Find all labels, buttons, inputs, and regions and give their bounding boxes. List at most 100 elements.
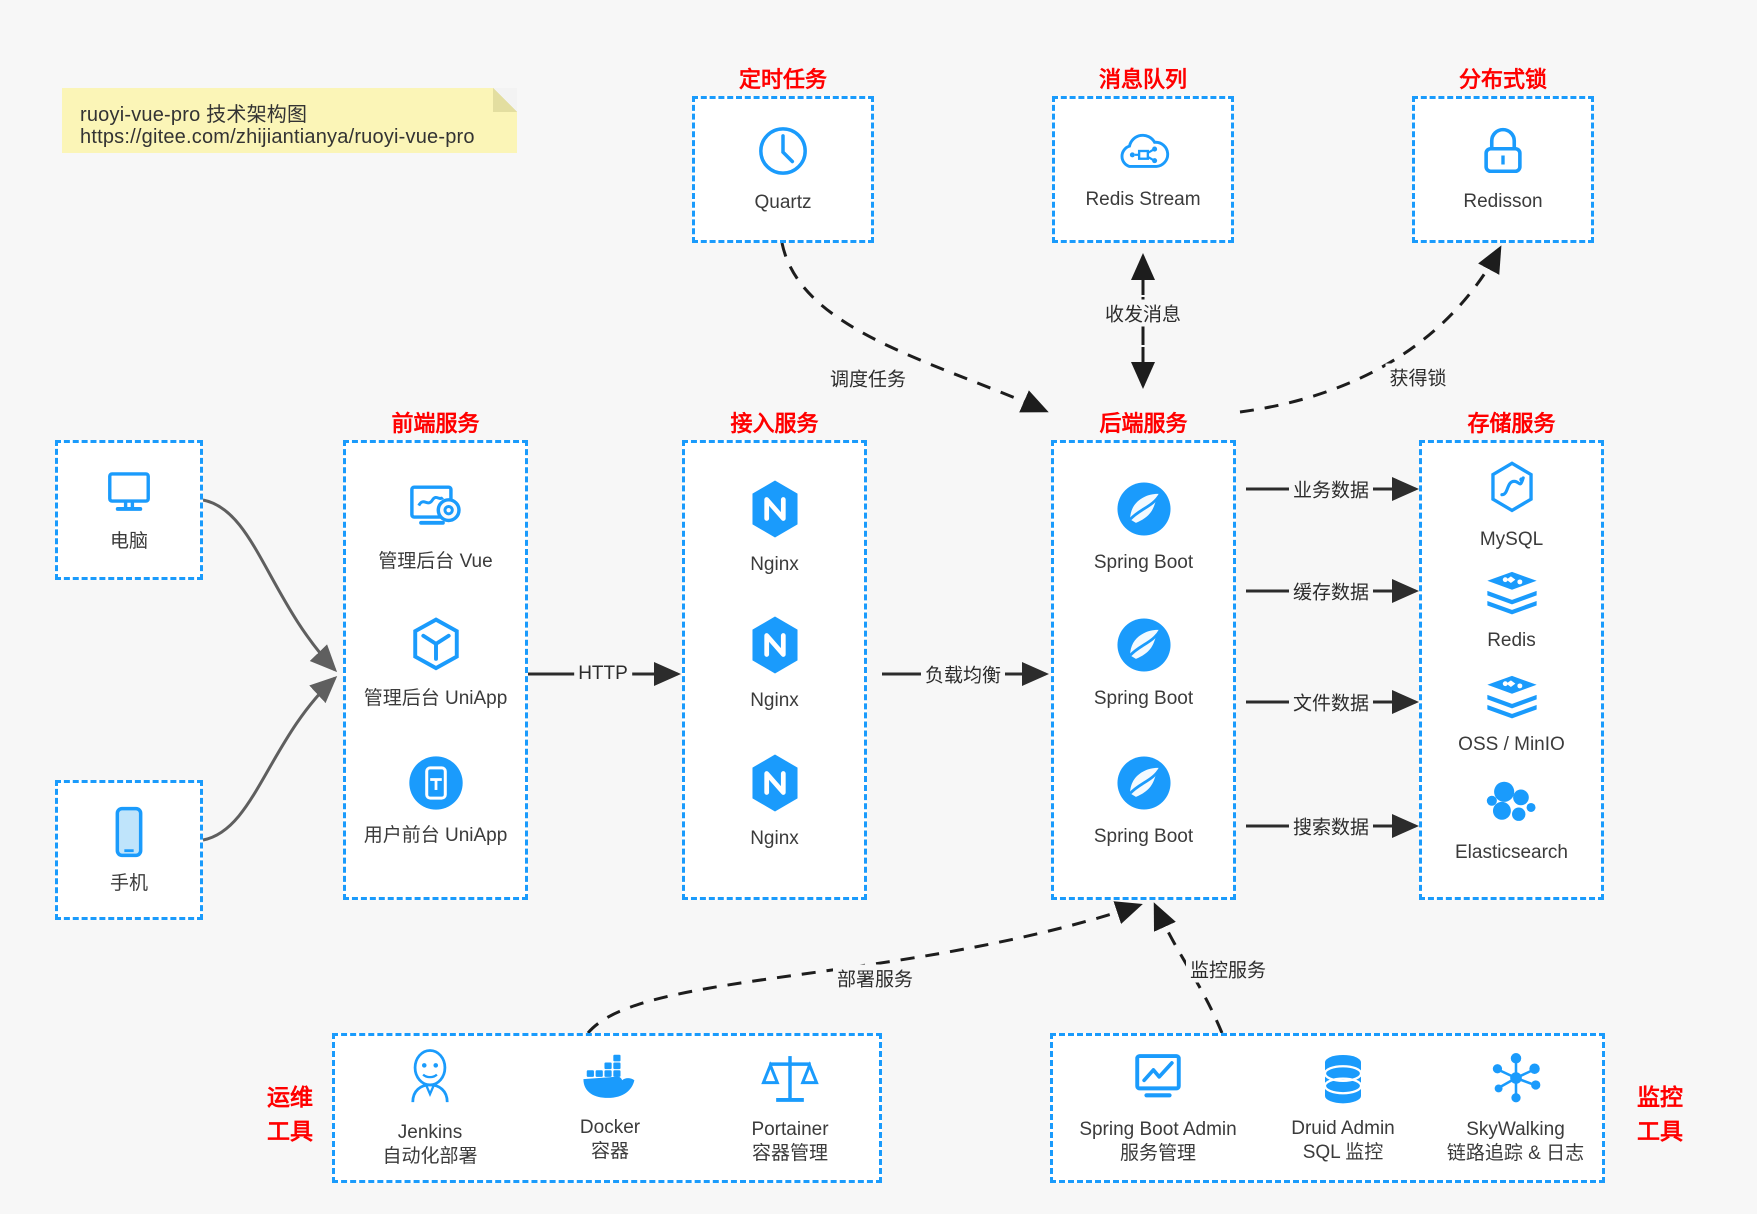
padlock-icon — [1478, 124, 1528, 183]
node-spring-boot-2[interactable]: Spring Boot — [1051, 598, 1236, 728]
node-mobile[interactable]: 手机 — [55, 792, 203, 908]
mysql-icon — [1486, 460, 1538, 521]
node-user-uniapp-label: 用户前台 UniApp — [363, 825, 508, 847]
monitor-chart-icon — [1128, 1050, 1188, 1111]
spring-icon — [1114, 753, 1174, 818]
spring-icon — [1114, 615, 1174, 680]
desktop-icon — [101, 466, 157, 523]
sticky-note-title: ruoyi-vue-pro 技术架构图 — [80, 104, 308, 126]
group-message-queue-box — [1052, 96, 1234, 243]
node-mysql[interactable]: MySQL — [1419, 454, 1604, 558]
docker-icon — [579, 1052, 641, 1109]
node-spring-boot-3[interactable]: Spring Boot — [1051, 736, 1236, 866]
group-scheduler: 定时任务 Quartz — [692, 67, 874, 243]
group-backend-caption: 后端服务 — [1099, 411, 1188, 436]
node-docker-label: Docker — [579, 1117, 641, 1139]
mobile-app-icon — [407, 754, 465, 817]
group-monitor-caption-line2: 工具 — [1637, 1118, 1683, 1144]
node-user-uniapp[interactable]: 用户前台 UniApp — [343, 736, 528, 866]
node-spring-boot-admin-sublabel: 服务管理 — [1119, 1143, 1196, 1164]
edge-label-biz-data: 业务数据 — [1288, 475, 1374, 503]
node-nginx-2-label: Nginx — [750, 690, 799, 712]
group-ops-tools: Jenkins 自动化部署 — [332, 1033, 882, 1183]
edge-label-acquire-lock: 获得锁 — [1385, 363, 1451, 391]
node-mobile-label: 手机 — [109, 873, 148, 895]
group-monitor-caption: 监控 工具 — [1620, 1078, 1700, 1146]
group-distributed-lock-caption: 分布式锁 — [1458, 67, 1547, 92]
node-admin-vue-label: 管理后台 Vue — [378, 551, 493, 573]
node-admin-vue[interactable]: 管理后台 Vue — [343, 462, 528, 592]
node-spring-boot-3-label: Spring Boot — [1093, 826, 1194, 848]
node-redis[interactable]: Redis — [1419, 558, 1604, 662]
node-portainer-sublabel: 容器管理 — [751, 1143, 828, 1164]
group-storage-caption: 存储服务 — [1467, 411, 1556, 436]
edge-label-schedule-task: 调度任务 — [825, 364, 911, 392]
group-distributed-lock-box — [1412, 96, 1594, 243]
nginx-icon — [746, 477, 804, 546]
node-nginx-1-label: Nginx — [750, 554, 799, 576]
group-storage-box — [1419, 440, 1604, 900]
redis-icon — [1484, 567, 1540, 622]
node-oss-minio[interactable]: OSS / MinIO — [1419, 662, 1604, 766]
cube-icon — [407, 615, 465, 680]
node-portainer[interactable]: Portainer 容器管理 — [700, 1043, 880, 1173]
node-druid-admin[interactable]: Druid Admin SQL 监控 — [1258, 1043, 1428, 1173]
node-elasticsearch-label: Elasticsearch — [1455, 842, 1568, 864]
node-nginx-3[interactable]: Nginx — [682, 736, 867, 866]
redis-icon — [1484, 671, 1540, 726]
edge-label-cache-data: 缓存数据 — [1288, 577, 1374, 605]
nginx-icon — [746, 751, 804, 820]
node-admin-uniapp-label: 管理后台 UniApp — [363, 688, 508, 710]
group-message-queue: 消息队列 Redis Stream — [1052, 67, 1234, 243]
portainer-icon — [760, 1050, 820, 1111]
nginx-icon — [746, 613, 804, 682]
node-redis-stream[interactable]: Redis Stream — [1052, 114, 1234, 224]
node-quartz-label: Quartz — [754, 192, 812, 214]
edge-label-send-receive-message: 收发消息 — [1100, 299, 1186, 327]
node-nginx-1[interactable]: Nginx — [682, 462, 867, 592]
database-icon — [1317, 1051, 1369, 1110]
node-elasticsearch[interactable]: Elasticsearch — [1419, 766, 1604, 876]
group-frontend: 前端服务 管理后台 Vue 管理后台 UniApp — [343, 411, 528, 900]
skywalking-icon — [1487, 1050, 1545, 1111]
node-redis-stream-label: Redis Stream — [1085, 189, 1201, 211]
mobile-icon — [109, 804, 149, 865]
group-backend: 后端服务 Spring Boot Spring Boot — [1051, 411, 1236, 900]
edge-label-deploy-service: 部署服务 — [832, 964, 918, 992]
node-spring-boot-1[interactable]: Spring Boot — [1051, 462, 1236, 592]
edge-label-load-balance: 负载均衡 — [920, 660, 1006, 688]
node-jenkins-label: Jenkins — [397, 1122, 463, 1144]
node-redisson-label: Redisson — [1463, 191, 1543, 213]
node-nginx-2[interactable]: Nginx — [682, 598, 867, 728]
node-computer[interactable]: 电脑 — [55, 452, 203, 568]
group-ops-caption: 运维 工具 — [250, 1078, 330, 1146]
node-admin-uniapp[interactable]: 管理后台 UniApp — [343, 598, 528, 728]
node-redisson[interactable]: Redisson — [1412, 114, 1594, 224]
node-skywalking[interactable]: SkyWalking 链路追踪 & 日志 — [1428, 1043, 1603, 1173]
node-nginx-3-label: Nginx — [750, 828, 799, 850]
sticky-note: ruoyi-vue-pro 技术架构图 https://gitee.com/zh… — [62, 88, 517, 153]
edge-label-monitor-service: 监控服务 — [1185, 955, 1271, 983]
edge-label-file-data: 文件数据 — [1288, 688, 1374, 716]
node-docker[interactable]: Docker 容器 — [520, 1043, 700, 1173]
spring-icon — [1114, 479, 1174, 544]
node-spring-boot-admin[interactable]: Spring Boot Admin 服务管理 — [1058, 1043, 1258, 1173]
group-device-computer: 电脑 — [55, 440, 203, 580]
node-quartz[interactable]: Quartz — [692, 114, 874, 224]
sticky-note-url: https://gitee.com/zhijiantianya/ruoyi-vu… — [80, 126, 475, 148]
edge-label-http: HTTP — [574, 663, 632, 685]
node-jenkins[interactable]: Jenkins 自动化部署 — [340, 1043, 520, 1173]
node-redis-label: Redis — [1487, 630, 1536, 652]
node-druid-admin-sublabel: SQL 监控 — [1302, 1142, 1384, 1163]
node-mysql-label: MySQL — [1479, 529, 1544, 551]
sticky-note-fold-corner — [493, 88, 517, 112]
group-gateway: 接入服务 Nginx Nginx — [682, 411, 867, 900]
dashboard-settings-icon — [405, 480, 467, 543]
node-portainer-label: Portainer — [751, 1119, 829, 1141]
node-jenkins-sublabel: 自动化部署 — [382, 1146, 478, 1167]
group-monitor-caption-line1: 监控 — [1637, 1084, 1683, 1110]
group-ops-caption-line1: 运维 — [267, 1084, 313, 1110]
node-spring-boot-1-label: Spring Boot — [1093, 552, 1194, 574]
node-druid-admin-label: Druid Admin — [1291, 1118, 1395, 1140]
node-skywalking-sublabel: 链路追踪 & 日志 — [1446, 1143, 1585, 1164]
